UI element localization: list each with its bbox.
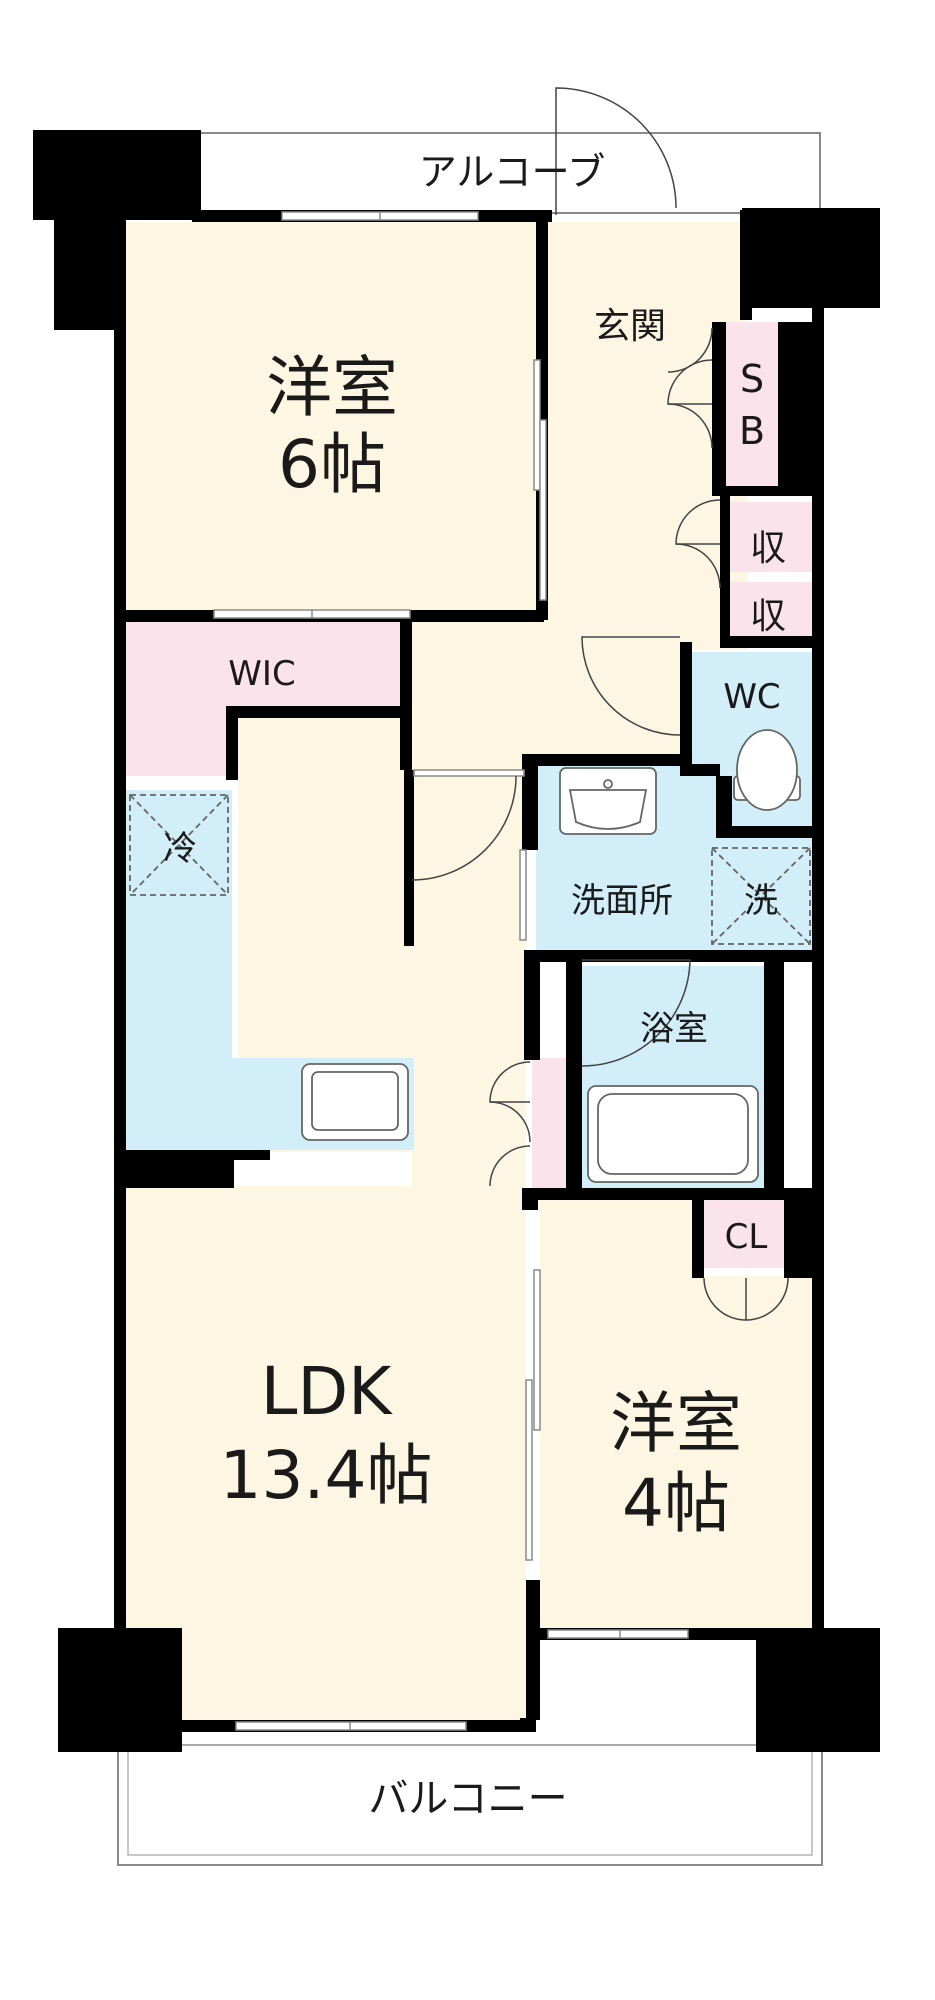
washer-box: [711, 847, 811, 945]
sliding-doors: [413, 359, 547, 1561]
closet: [700, 1198, 792, 1268]
balcony-inner-line: [127, 1744, 813, 1856]
sb-label-s: S: [740, 357, 764, 401]
ldk-name: LDK: [261, 1353, 394, 1430]
storage-2: [728, 582, 812, 636]
storage-1: [728, 502, 812, 572]
kitchen-closet: [532, 1058, 566, 1188]
wc-label: WC: [723, 677, 780, 717]
storage-label-2: 収: [750, 596, 786, 637]
sb-label-b: B: [739, 409, 765, 453]
wic-label: WIC: [228, 654, 295, 694]
western-room-2-size: 4帖: [622, 1465, 730, 1542]
closet-label: CL: [725, 1217, 768, 1257]
windows: [213, 211, 689, 1731]
western-room-2: [540, 1198, 812, 1628]
washer-label: 洗: [744, 881, 778, 921]
shoe-box: [724, 322, 780, 486]
walk-in-closet: [124, 622, 404, 776]
alcove-label: アルコーブ: [419, 150, 606, 194]
kitchen-counter: [124, 790, 414, 1150]
bathroom-label: 浴室: [640, 1009, 708, 1049]
entrance-label: 玄関: [594, 306, 666, 347]
door-swings: [411, 87, 789, 1321]
washroom-label: 洗面所: [571, 881, 673, 921]
ldk: [124, 1186, 526, 1722]
western-room-1: [124, 222, 540, 610]
western-room-1-name: 洋室: [266, 349, 398, 426]
kitchen-walkway-2: [412, 770, 526, 1190]
balcony-label: バルコニー: [368, 1776, 567, 1822]
fridge-box: [129, 794, 229, 896]
fridge-label: 冷: [163, 829, 197, 869]
storage-label-1: 収: [750, 528, 786, 569]
western-room-1-size: 6帖: [278, 426, 386, 503]
balcony-area: [117, 1744, 823, 1866]
ldk-size: 13.4帖: [220, 1437, 433, 1514]
western-room-2-name: 洋室: [610, 1385, 742, 1462]
fixtures: [129, 729, 811, 1183]
alcove-area: [199, 132, 821, 214]
